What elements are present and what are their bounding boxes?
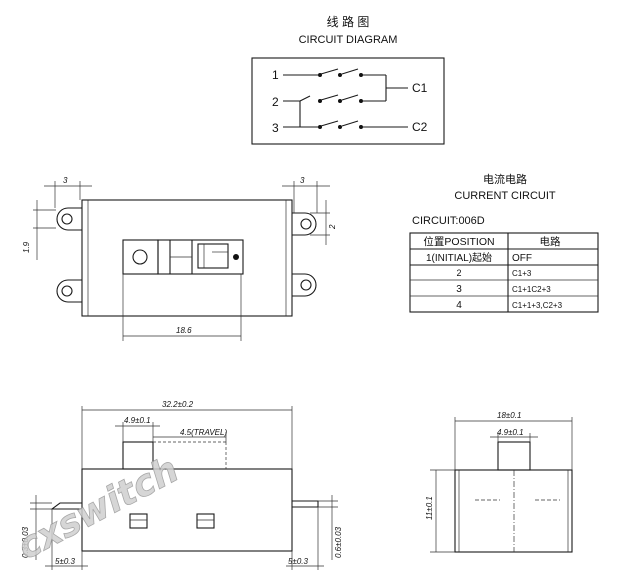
current-circuit-title-cn: 电流电路	[483, 172, 527, 186]
circuit-diagram-frame	[251, 57, 445, 145]
dim-top-18-6: 18.6	[122, 274, 242, 341]
switch-line-3	[283, 120, 408, 129]
table-row-3-position: 3	[456, 284, 462, 295]
table-row-2-position: 2	[456, 268, 461, 278]
front-view-terminal-right	[196, 513, 215, 529]
dim-side-width: 18±0.1	[454, 411, 573, 470]
front-view-knob	[122, 441, 154, 470]
dim-side-knob-label: 4.9±0.1	[497, 428, 524, 437]
dim-front-overall-label: 32.2±0.2	[162, 400, 194, 409]
front-view-left-tab	[50, 502, 82, 510]
circuit-table: 位置POSITION 电路 1(INITIAL)起始 OFF 2 C1+3 3 …	[409, 232, 599, 313]
terminal-1-label: 1	[272, 68, 279, 82]
top-view-right-mounting-ears	[292, 212, 317, 297]
dim-top-left-3-label: 3	[63, 176, 68, 185]
top-view: 3 3 1.9 2 18.6	[22, 176, 337, 341]
circuit-table-frame	[409, 232, 599, 313]
side-view-body	[454, 469, 573, 553]
watermark-logo: cxswitch	[11, 449, 185, 568]
dim-front-right-thickness: 0.6±0.03	[318, 495, 343, 560]
circuit-code: CIRCUIT:006D	[412, 215, 485, 227]
current-circuit: 电流电路 CURRENT CIRCUIT CIRCUIT:006D 位置POSI…	[409, 172, 599, 313]
dim-front-travel-label: 4.5(TRAVEL)	[180, 428, 227, 437]
dim-top-1-9: 1.9	[22, 200, 56, 260]
table-row-4-position: 4	[456, 300, 462, 311]
terminal-2-label: 2	[272, 95, 279, 109]
dim-front-right-5: 5±0.3	[286, 507, 324, 570]
table-row-4-circuit: C1+1+3,C2+3	[512, 301, 563, 310]
dim-side-knob: 4.9±0.1	[490, 428, 538, 442]
dim-top-right-3-label: 3	[300, 176, 305, 185]
top-view-actuator	[122, 239, 244, 275]
dim-top-1-9-label: 1.9	[22, 241, 31, 253]
table-row-1-circuit: OFF	[512, 253, 532, 264]
dim-side-height: 11±0.1	[425, 469, 455, 553]
circuit-diagram-title-cn: 线 路 图	[327, 14, 370, 29]
dim-side-width-label: 18±0.1	[497, 411, 521, 420]
output-c1-label: C1	[412, 81, 428, 95]
front-view-body	[81, 468, 293, 552]
circuit-diagram-title-en: CIRCUIT DIAGRAM	[299, 34, 398, 46]
dim-side-height-label: 11±0.1	[425, 496, 434, 520]
dim-front-left-5: 5±0.3	[45, 509, 88, 570]
switch-line-2	[283, 94, 386, 127]
dim-front-overall: 32.2±0.2	[81, 400, 293, 469]
side-view-knob	[497, 441, 531, 471]
switch-line-1	[283, 68, 386, 77]
table-header-position: 位置POSITION	[423, 235, 494, 248]
output-c2-label: C2	[412, 120, 428, 134]
table-row-3-circuit: C1+1C2+3	[512, 285, 551, 294]
dim-front-left-5-label: 5±0.3	[55, 557, 76, 566]
dim-front-left-thickness-label: 0.3±0.03	[21, 526, 30, 558]
dim-front-knob: 4.9±0.1	[115, 416, 160, 442]
dim-front-travel: 4.5(TRAVEL)	[153, 428, 227, 442]
table-header-circuit: 电路	[540, 235, 561, 248]
current-circuit-title-en: CURRENT CIRCUIT	[454, 190, 556, 202]
table-row-1-position: 1(INITIAL)起始	[426, 251, 492, 264]
front-view-terminal-left	[129, 513, 148, 529]
top-view-body	[81, 199, 293, 317]
dim-top-left-3: 3	[44, 176, 92, 208]
front-view-right-tab	[292, 500, 319, 508]
dim-top-right-2: 2	[310, 200, 337, 245]
dim-front-left-thickness: 0.3±0.03	[21, 495, 52, 560]
table-row-2-circuit: C1+3	[512, 269, 532, 278]
dim-top-18-6-label: 18.6	[176, 326, 192, 335]
top-view-left-mounting-ears	[56, 207, 82, 303]
dim-front-knob-label: 4.9±0.1	[124, 416, 151, 425]
dim-top-right-3: 3	[282, 176, 330, 213]
terminal-3-label: 3	[272, 121, 279, 135]
circuit-diagram: 线 路 图 CIRCUIT DIAGRAM 1 2 3	[251, 14, 445, 145]
front-view: 32.2±0.2 4.9±0.1 4.5(TRAVEL) 5±0.3 5±0.	[21, 400, 343, 570]
side-view: 18±0.1 4.9±0.1 11±0.1	[425, 411, 573, 553]
dim-front-right-5-label: 5±0.3	[288, 557, 309, 566]
dim-top-right-2-label: 2	[328, 224, 337, 230]
dim-front-right-thickness-label: 0.6±0.03	[334, 526, 343, 558]
